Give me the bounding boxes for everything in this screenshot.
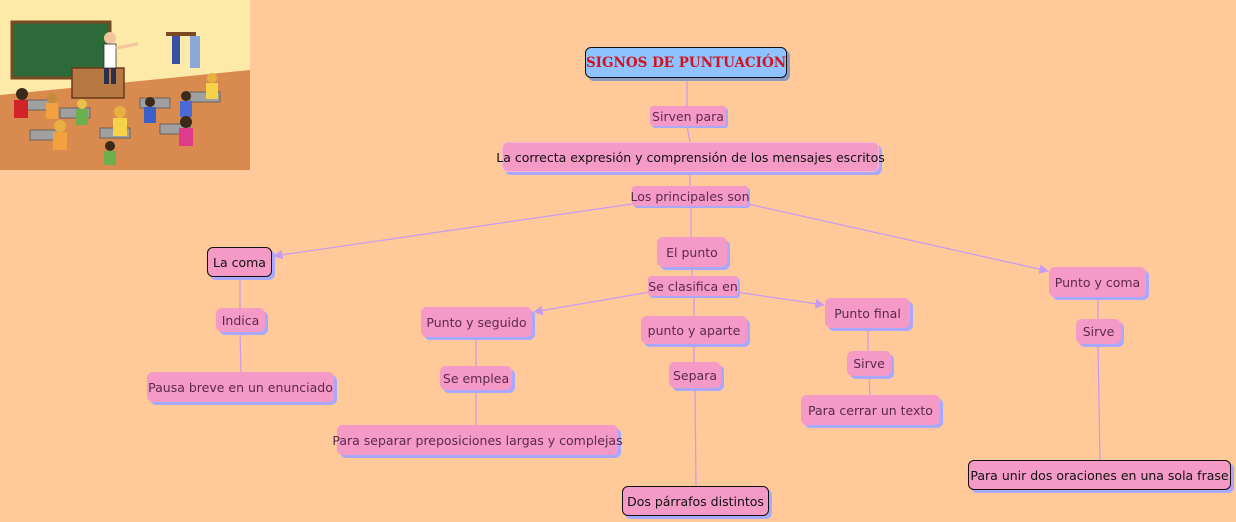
link-label-se-emplea: Se emplea — [440, 366, 512, 390]
link-label-sirve-pyc: Sirve — [1076, 319, 1121, 344]
node-unir-oraciones[interactable]: Para unir dos oraciones en una sola fras… — [968, 460, 1231, 490]
link-separa-detail — [695, 388, 696, 486]
node-el-punto[interactable]: El punto — [657, 237, 727, 267]
link-indica-pausa — [240, 332, 241, 372]
node-punto-final[interactable]: Punto final — [825, 298, 910, 328]
link-principales-coma — [274, 204, 632, 256]
node-punto-y-coma[interactable]: Punto y coma — [1049, 267, 1146, 297]
node-la-coma[interactable]: La coma — [207, 247, 272, 277]
link-principales-puntoycoma — [748, 204, 1048, 271]
node-punto-seguido[interactable]: Punto y seguido — [421, 307, 532, 337]
map-title[interactable]: SIGNOS DE PUNTUACIÓN — [585, 47, 787, 78]
link-label-se-clasifica: Se clasifica en — [648, 276, 738, 296]
link-label-sirve-final: Sirve — [847, 351, 891, 376]
node-pausa-breve[interactable]: Pausa breve en un enunciado — [147, 372, 334, 402]
link-label-sirven-para: Sirven para — [650, 106, 726, 126]
node-cerrar-texto[interactable]: Para cerrar un texto — [801, 395, 940, 425]
link-clasifica-final — [736, 292, 824, 305]
link-sirve-final-detail — [869, 376, 870, 395]
node-punto-aparte[interactable]: punto y aparte — [641, 316, 747, 344]
node-separar-preposiciones[interactable]: Para separar preposiciones largas y comp… — [337, 425, 618, 455]
link-clasifica-seguido — [534, 292, 650, 312]
link-label-separa: Separa — [669, 362, 721, 388]
link-label-indica: Indica — [216, 308, 265, 332]
node-dos-parrafos[interactable]: Dos párrafos distintos — [622, 486, 769, 516]
link-sirven-purpose — [687, 126, 690, 142]
link-label-principales: Los principales son — [632, 186, 748, 206]
purpose-node[interactable]: La correcta expresión y comprensión de l… — [502, 142, 879, 172]
link-sirve-pyc-detail — [1098, 344, 1100, 460]
